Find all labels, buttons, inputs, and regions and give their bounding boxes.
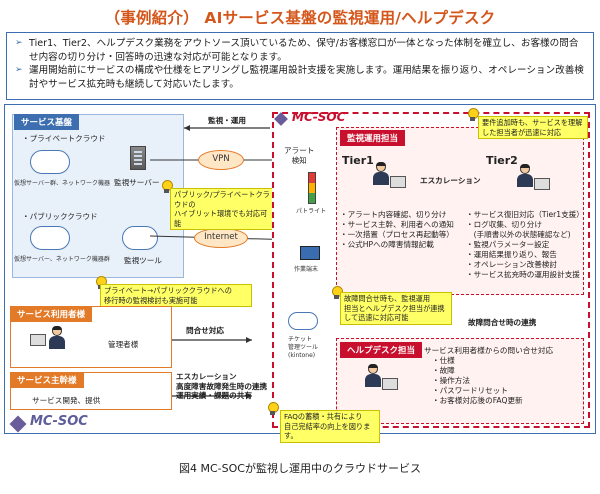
summary-bullet-2: 運用開始前にサービスの構成や仕様をヒアリングし監視運用設計支援を実施します。運用… — [15, 64, 585, 91]
admin-label: 管理者様 — [108, 340, 139, 349]
helpdesk-task: ・仕様 — [432, 356, 455, 365]
work-terminal-icon — [300, 246, 320, 260]
mcsoc-brand: MC-SOC — [292, 110, 346, 124]
public-devices-label: 仮想サーバー、ネットワーク機器群 — [14, 256, 110, 263]
tier1-task: ・一次措置（プロセス再起動等） — [340, 230, 454, 239]
service-owner-label: サービス開発、提供 — [32, 396, 101, 405]
helpdesk-task: ・操作方法 — [432, 376, 470, 385]
tier2-task: (手順書以外の状態確認など) — [466, 230, 571, 239]
tier2-note: 要件追加時も、サービスを理解 した担当者が迅速に対応 — [478, 116, 588, 140]
monitoring-team-tag: 監視運用担当 — [340, 130, 406, 146]
helpdesk-title: サービス利用者様からの問い合せ対応 — [424, 346, 554, 355]
monitor-server-label: 監視サーバー — [114, 178, 160, 187]
monitoring-team-panel — [336, 127, 584, 295]
vpn-badge: VPN — [198, 150, 244, 170]
patlite-label: パトライト — [296, 208, 327, 215]
service-user-tag: サービス利用者様 — [10, 306, 93, 322]
ticket-tool-label: チケット 管理ツール (kintone) — [288, 336, 319, 359]
tier2-task: ・サービス復旧対応（Tier1支援） — [466, 210, 584, 219]
tier2-task: ・ログ収集、切り分け — [466, 220, 542, 229]
helpdesk-task: ・パスワードリセット — [432, 386, 508, 395]
laptop-icon — [390, 176, 406, 188]
migration-note: プライベート→パブリッククラウドへの 移行時の監視検討も実施可能 — [100, 284, 252, 308]
tier2-operator-icon — [516, 164, 534, 188]
public-cloud-icon — [30, 226, 70, 250]
summary-bullet-1: Tier1、Tier2、ヘルプデスク業務をアウトソース頂いているため、保守/お客… — [15, 37, 585, 64]
helpdesk-task: ・お客様対応後のFAQ更新 — [432, 396, 523, 405]
monitor-tool-label: 監視ツール — [124, 256, 162, 265]
monitor-tool-icon — [122, 226, 158, 250]
admin-person-icon — [48, 326, 66, 350]
internet-badge: Internet — [194, 228, 248, 248]
alert-label: アラート 検知 — [284, 146, 315, 165]
help-note: 故障問合せ時も、監視運用 担当とヘルプデスク担当が連携 して迅速に対応可能 — [340, 292, 452, 325]
tier2-task: ・サービス拡充時の運用設計支援 — [466, 270, 580, 279]
monitor-server-icon — [130, 146, 146, 170]
laptop-icon — [382, 378, 398, 390]
tier2-task: ・監視パラメーター設定 — [466, 240, 550, 249]
lightbulb-icon — [330, 286, 343, 300]
tier1-title: Tier1 — [342, 154, 374, 167]
summary-box: Tier1、Tier2、ヘルプデスク業務をアウトソース頂いているため、保守/お客… — [6, 32, 594, 100]
escalation-block: エスカレーション 高度障害故障発生時の連携 運用実績・課題の共有 — [176, 372, 268, 401]
service-base-tag: サービス基盤 — [14, 114, 80, 130]
page-title: （事例紹介） AIサービス基盤の監視運用/ヘルプデスク — [104, 9, 496, 27]
helpdesk-operator-icon — [364, 364, 382, 388]
fault-inquiry-link-label: 故障問合せ時の連携 — [468, 318, 537, 327]
monitoring-ops-label: 監視・運用 — [208, 116, 246, 125]
footer-logo: MC-SOC — [30, 414, 88, 429]
hybrid-note: パブリック/プライベートクラウドの ハイブリット環境でも対応可能 — [170, 188, 278, 231]
lightbulb-icon — [160, 180, 173, 194]
helpdesk-task-list: ・仕様 ・故障 ・操作方法 ・パスワードリセット ・お客様対応後のFAQ更新 — [432, 356, 582, 406]
service-owner-tag: サービス主幹様 — [10, 372, 84, 388]
private-cloud-icon — [30, 150, 70, 174]
service-base-panel — [12, 114, 184, 278]
tier2-task-list: ・サービス復旧対応（Tier1支援） ・ログ収集、切り分け (手順書以外の状態確… — [466, 210, 590, 280]
tier1-task: ・アラート内容確認、切り分け — [340, 210, 447, 219]
private-cloud-label: ・プライベートクラウド — [22, 134, 106, 143]
faq-note: FAQの蓄積・共有により 自己完結率の向上を図ります。 — [280, 410, 380, 443]
tier2-title: Tier2 — [486, 154, 518, 167]
tier1-task: ・公式HPへの障害情報記載 — [340, 240, 434, 249]
public-cloud-label: ・パブリッククラウド — [22, 212, 98, 221]
lightbulb-icon — [266, 402, 279, 416]
lightbulb-icon — [466, 108, 479, 122]
laptop-icon — [534, 178, 550, 190]
inquiry-label: 問合せ対応 — [186, 326, 224, 335]
tier1-task-list: ・アラート内容確認、切り分け ・サービス主幹、利用者への通知 ・一次措置（プロセ… — [340, 210, 468, 250]
escalation-label: エスカレーション — [420, 176, 481, 185]
helpdesk-task: ・故障 — [432, 366, 455, 375]
tier2-task: ・オペレーション改善検討 — [466, 260, 557, 269]
helpdesk-tag: ヘルプデスク担当 — [340, 342, 423, 358]
work-terminal-label: 作業端末 — [294, 266, 319, 273]
tier1-operator-icon — [372, 162, 390, 186]
private-devices-label: 仮想サーバー群、ネットワーク機器 — [14, 180, 110, 187]
figure-caption: 図4 MC-SOCが監視し運用中のクラウドサービス — [179, 462, 421, 475]
tier1-task: ・サービス主幹、利用者への通知 — [340, 220, 454, 229]
laptop-icon — [30, 334, 46, 346]
ticket-tool-icon — [288, 312, 318, 330]
patlite-icon — [308, 172, 316, 204]
tier2-task: ・運用結果振り返り、報告 — [466, 250, 557, 259]
